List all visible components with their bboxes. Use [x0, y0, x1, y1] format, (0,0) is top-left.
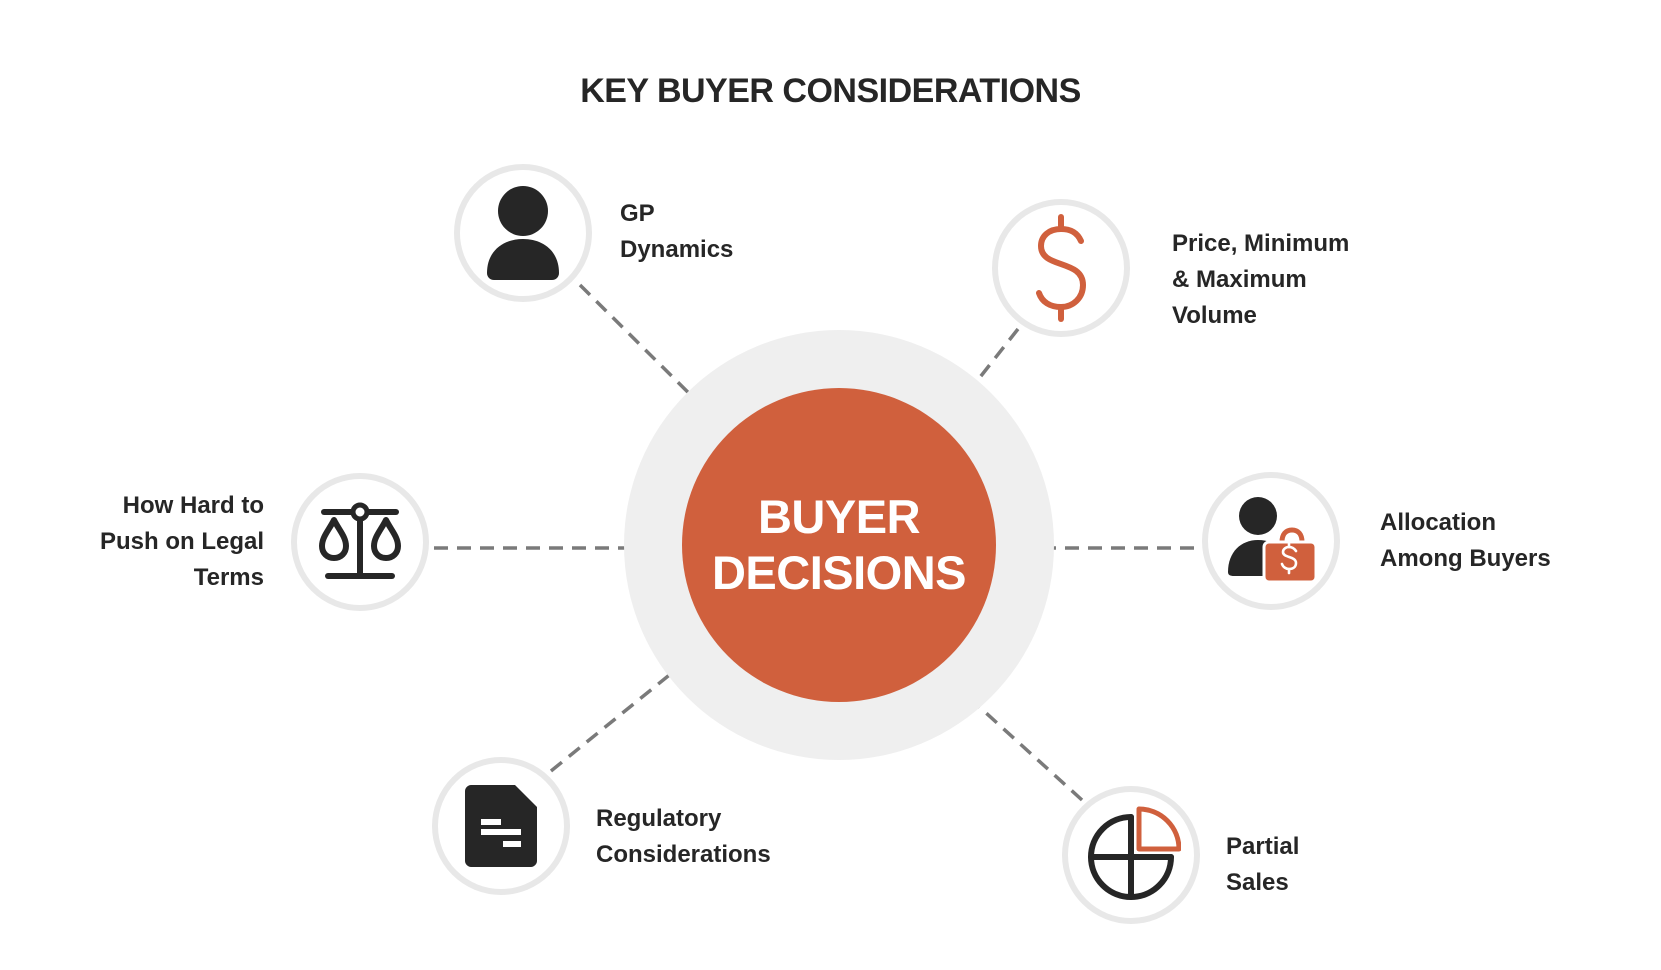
node-partial-sales: [1062, 786, 1200, 924]
label-price-volume-line-1: Price, Minimum: [1172, 230, 1350, 257]
label-legal-terms-line-2: Push on Legal: [99, 528, 264, 555]
label-partial-sales: Partial Sales: [1226, 829, 1299, 901]
label-regulatory-line-1: Regulatory: [596, 805, 722, 832]
pie-chart-icon: [1088, 806, 1181, 900]
label-gp-dynamics-line-1: GP: [620, 200, 655, 227]
label-allocation: Allocation Among Buyers: [1380, 505, 1551, 577]
person-money-bag-icon: [1228, 497, 1316, 584]
node-price-volume: [992, 199, 1130, 337]
node-gp-dynamics: [454, 164, 592, 302]
person-icon: [487, 186, 559, 280]
label-regulatory: Regulatory Considerations: [596, 801, 771, 873]
label-partial-sales-line-1: Partial: [1226, 833, 1300, 860]
label-allocation-line-1: Allocation: [1380, 509, 1497, 536]
label-price-volume: Price, Minimum & Maximum Volume: [1172, 226, 1349, 334]
label-legal-terms: How Hard to Push on Legal Terms: [60, 488, 264, 596]
label-allocation-line-2: Among Buyers: [1380, 545, 1551, 572]
diagram-title: KEY BUYER CONSIDERATIONS: [580, 72, 1081, 110]
label-partial-sales-line-2: Sales: [1226, 869, 1289, 896]
center-label-line-2: DECISIONS: [711, 546, 967, 599]
label-price-volume-line-2: & Maximum: [1172, 266, 1307, 293]
center-hub: BUYER DECISIONS: [682, 388, 996, 702]
label-legal-terms-line-1: How Hard to: [122, 492, 264, 519]
label-gp-dynamics-line-2: Dynamics: [620, 236, 734, 263]
label-gp-dynamics: GP Dynamics: [620, 196, 733, 268]
label-regulatory-line-2: Considerations: [596, 841, 771, 868]
node-legal-terms: [291, 473, 429, 611]
label-legal-terms-line-3: Terms: [193, 564, 264, 591]
dollar-icon: [1036, 214, 1086, 322]
label-price-volume-line-3: Volume: [1172, 302, 1257, 329]
center-label-line-1: BUYER: [757, 490, 921, 543]
node-regulatory: [432, 757, 570, 895]
scales-icon: [319, 502, 401, 579]
node-allocation: [1202, 472, 1340, 610]
document-icon: [465, 785, 537, 867]
